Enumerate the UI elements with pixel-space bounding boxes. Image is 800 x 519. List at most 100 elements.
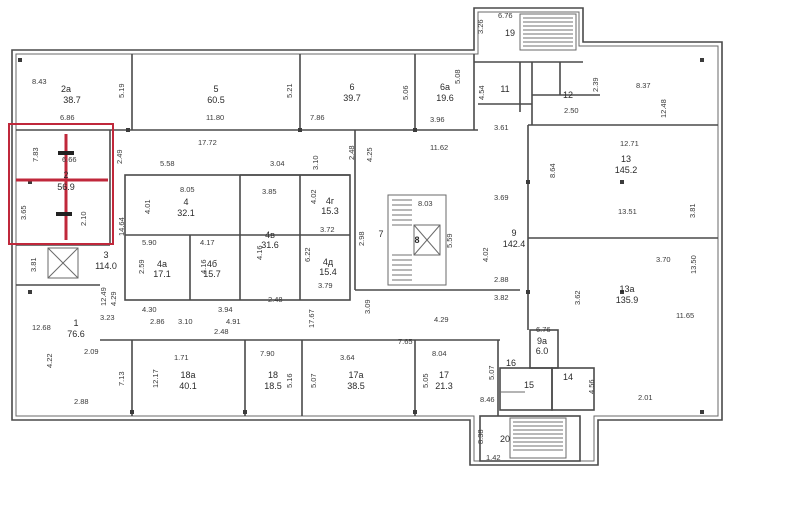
- room-area: 17.1: [153, 269, 171, 279]
- dimension: 11.62: [430, 143, 448, 152]
- room-number: 13а: [619, 284, 634, 294]
- dimension: 2.88: [494, 275, 509, 284]
- room-area: 142.4: [503, 239, 526, 249]
- dimension: 3.64: [340, 353, 355, 362]
- room-area: 6.0: [536, 346, 549, 356]
- dimension: 4.02: [309, 189, 318, 204]
- room-number: 19: [505, 28, 515, 38]
- dimension: 2.01: [638, 393, 653, 402]
- room-number: 14: [563, 372, 573, 382]
- dimension: 6.86: [60, 113, 75, 122]
- staircase-20: [509, 417, 567, 459]
- dimension: 12.71: [620, 139, 639, 148]
- dimension: 8.38: [476, 429, 485, 444]
- dimension: 5.07: [487, 365, 496, 380]
- dimension: 11.65: [676, 311, 694, 320]
- dimension: 17.67: [307, 309, 316, 328]
- dimension: 1.71: [174, 353, 189, 362]
- room-number: 7: [378, 229, 383, 239]
- dimension: 1.42: [486, 453, 501, 462]
- highlight-outline: [8, 123, 114, 245]
- staircase-19: [519, 13, 577, 51]
- room-area: 38.5: [347, 381, 365, 391]
- dimension: 2.39: [591, 77, 600, 92]
- dimension: 2.48: [268, 295, 283, 304]
- room-area: 39.7: [343, 93, 361, 103]
- dimension: 8.64: [548, 163, 557, 178]
- dimension: 3.81: [29, 257, 38, 272]
- dimension: 4.16: [255, 245, 264, 260]
- room-number: 5: [213, 84, 218, 94]
- room-number: 12: [563, 90, 573, 100]
- room-number: 20: [500, 434, 510, 444]
- dimension: 3.81: [688, 203, 697, 218]
- interior-walls: [16, 54, 718, 462]
- dimension: 4.56: [587, 379, 596, 394]
- room-number: 3: [103, 250, 108, 260]
- room-area: 56.9: [57, 182, 75, 192]
- dimension: 5.07: [309, 373, 318, 388]
- room-number: 2а: [61, 84, 71, 94]
- highlighted-room-2[interactable]: [8, 123, 114, 245]
- dimension: 2.10: [79, 211, 88, 226]
- dimension: 17.72: [198, 138, 217, 147]
- room-number: 6: [349, 82, 354, 92]
- dimension: 5.21: [285, 83, 294, 98]
- dimension: 3.82: [494, 293, 509, 302]
- dimension: 4.01: [143, 199, 152, 214]
- dimension: 6.66: [62, 155, 77, 164]
- dimension: 12.17: [151, 369, 160, 388]
- staircase-8: [387, 194, 447, 286]
- room-area: 114.0: [95, 261, 117, 271]
- dimension: 4.30: [142, 305, 157, 314]
- room-area: 18.5: [264, 381, 282, 391]
- dimension: 8.03: [418, 199, 433, 208]
- room-area: 40.1: [179, 381, 197, 391]
- dimension: 6.22: [303, 247, 312, 262]
- dimension: 2.48: [214, 327, 229, 336]
- dimension: 6.76: [536, 325, 551, 334]
- room-area: 38.7: [63, 95, 81, 105]
- dimension: 4.17: [200, 238, 215, 247]
- dimension: 3.10: [178, 317, 193, 326]
- dimension: 3.79: [318, 281, 333, 290]
- dimension: 7.90: [260, 349, 275, 358]
- dimension: 3.96: [430, 115, 445, 124]
- dimension: 8.46: [480, 395, 495, 404]
- room-area: 15.7: [203, 269, 221, 279]
- dimension: 12.68: [32, 323, 51, 332]
- dimension: 7.83: [31, 147, 40, 162]
- dimension: 3.94: [218, 305, 233, 314]
- dimension: 7.86: [310, 113, 325, 122]
- room-number: 4б: [207, 259, 217, 269]
- dimension: 5.59: [445, 233, 454, 248]
- dimension: 7.13: [117, 371, 126, 386]
- room-number: 4в: [265, 230, 275, 240]
- dimension: 6.76: [498, 11, 513, 20]
- dimension: 4.22: [45, 353, 54, 368]
- dimension: 5.08: [453, 69, 462, 84]
- room-number: 16: [506, 358, 516, 368]
- dimension: 8.37: [636, 81, 651, 90]
- dimension: 4.02: [481, 247, 490, 262]
- dimension: 5.06: [401, 85, 410, 100]
- dimension: 11.80: [206, 113, 224, 122]
- dimension: 3.69: [494, 193, 509, 202]
- room-number: 17а: [348, 370, 363, 380]
- room-number: 11: [500, 84, 509, 94]
- dimension: 13.51: [618, 207, 637, 216]
- dimension: 8.43: [32, 77, 47, 86]
- dimension: 3.23: [100, 313, 115, 322]
- room-number: 9а: [537, 336, 547, 346]
- room-area: 76.6: [67, 329, 85, 339]
- room-number: 4г: [326, 196, 335, 206]
- room-number: 17: [439, 370, 449, 380]
- dimension: 12.49: [99, 287, 108, 306]
- dimension: 2.50: [564, 106, 579, 115]
- room-area: 145.2: [615, 165, 638, 175]
- structural-columns: [18, 58, 704, 414]
- room-number: 13: [621, 154, 631, 164]
- room-area: 60.5: [207, 95, 225, 105]
- room-area: 135.9: [616, 295, 639, 305]
